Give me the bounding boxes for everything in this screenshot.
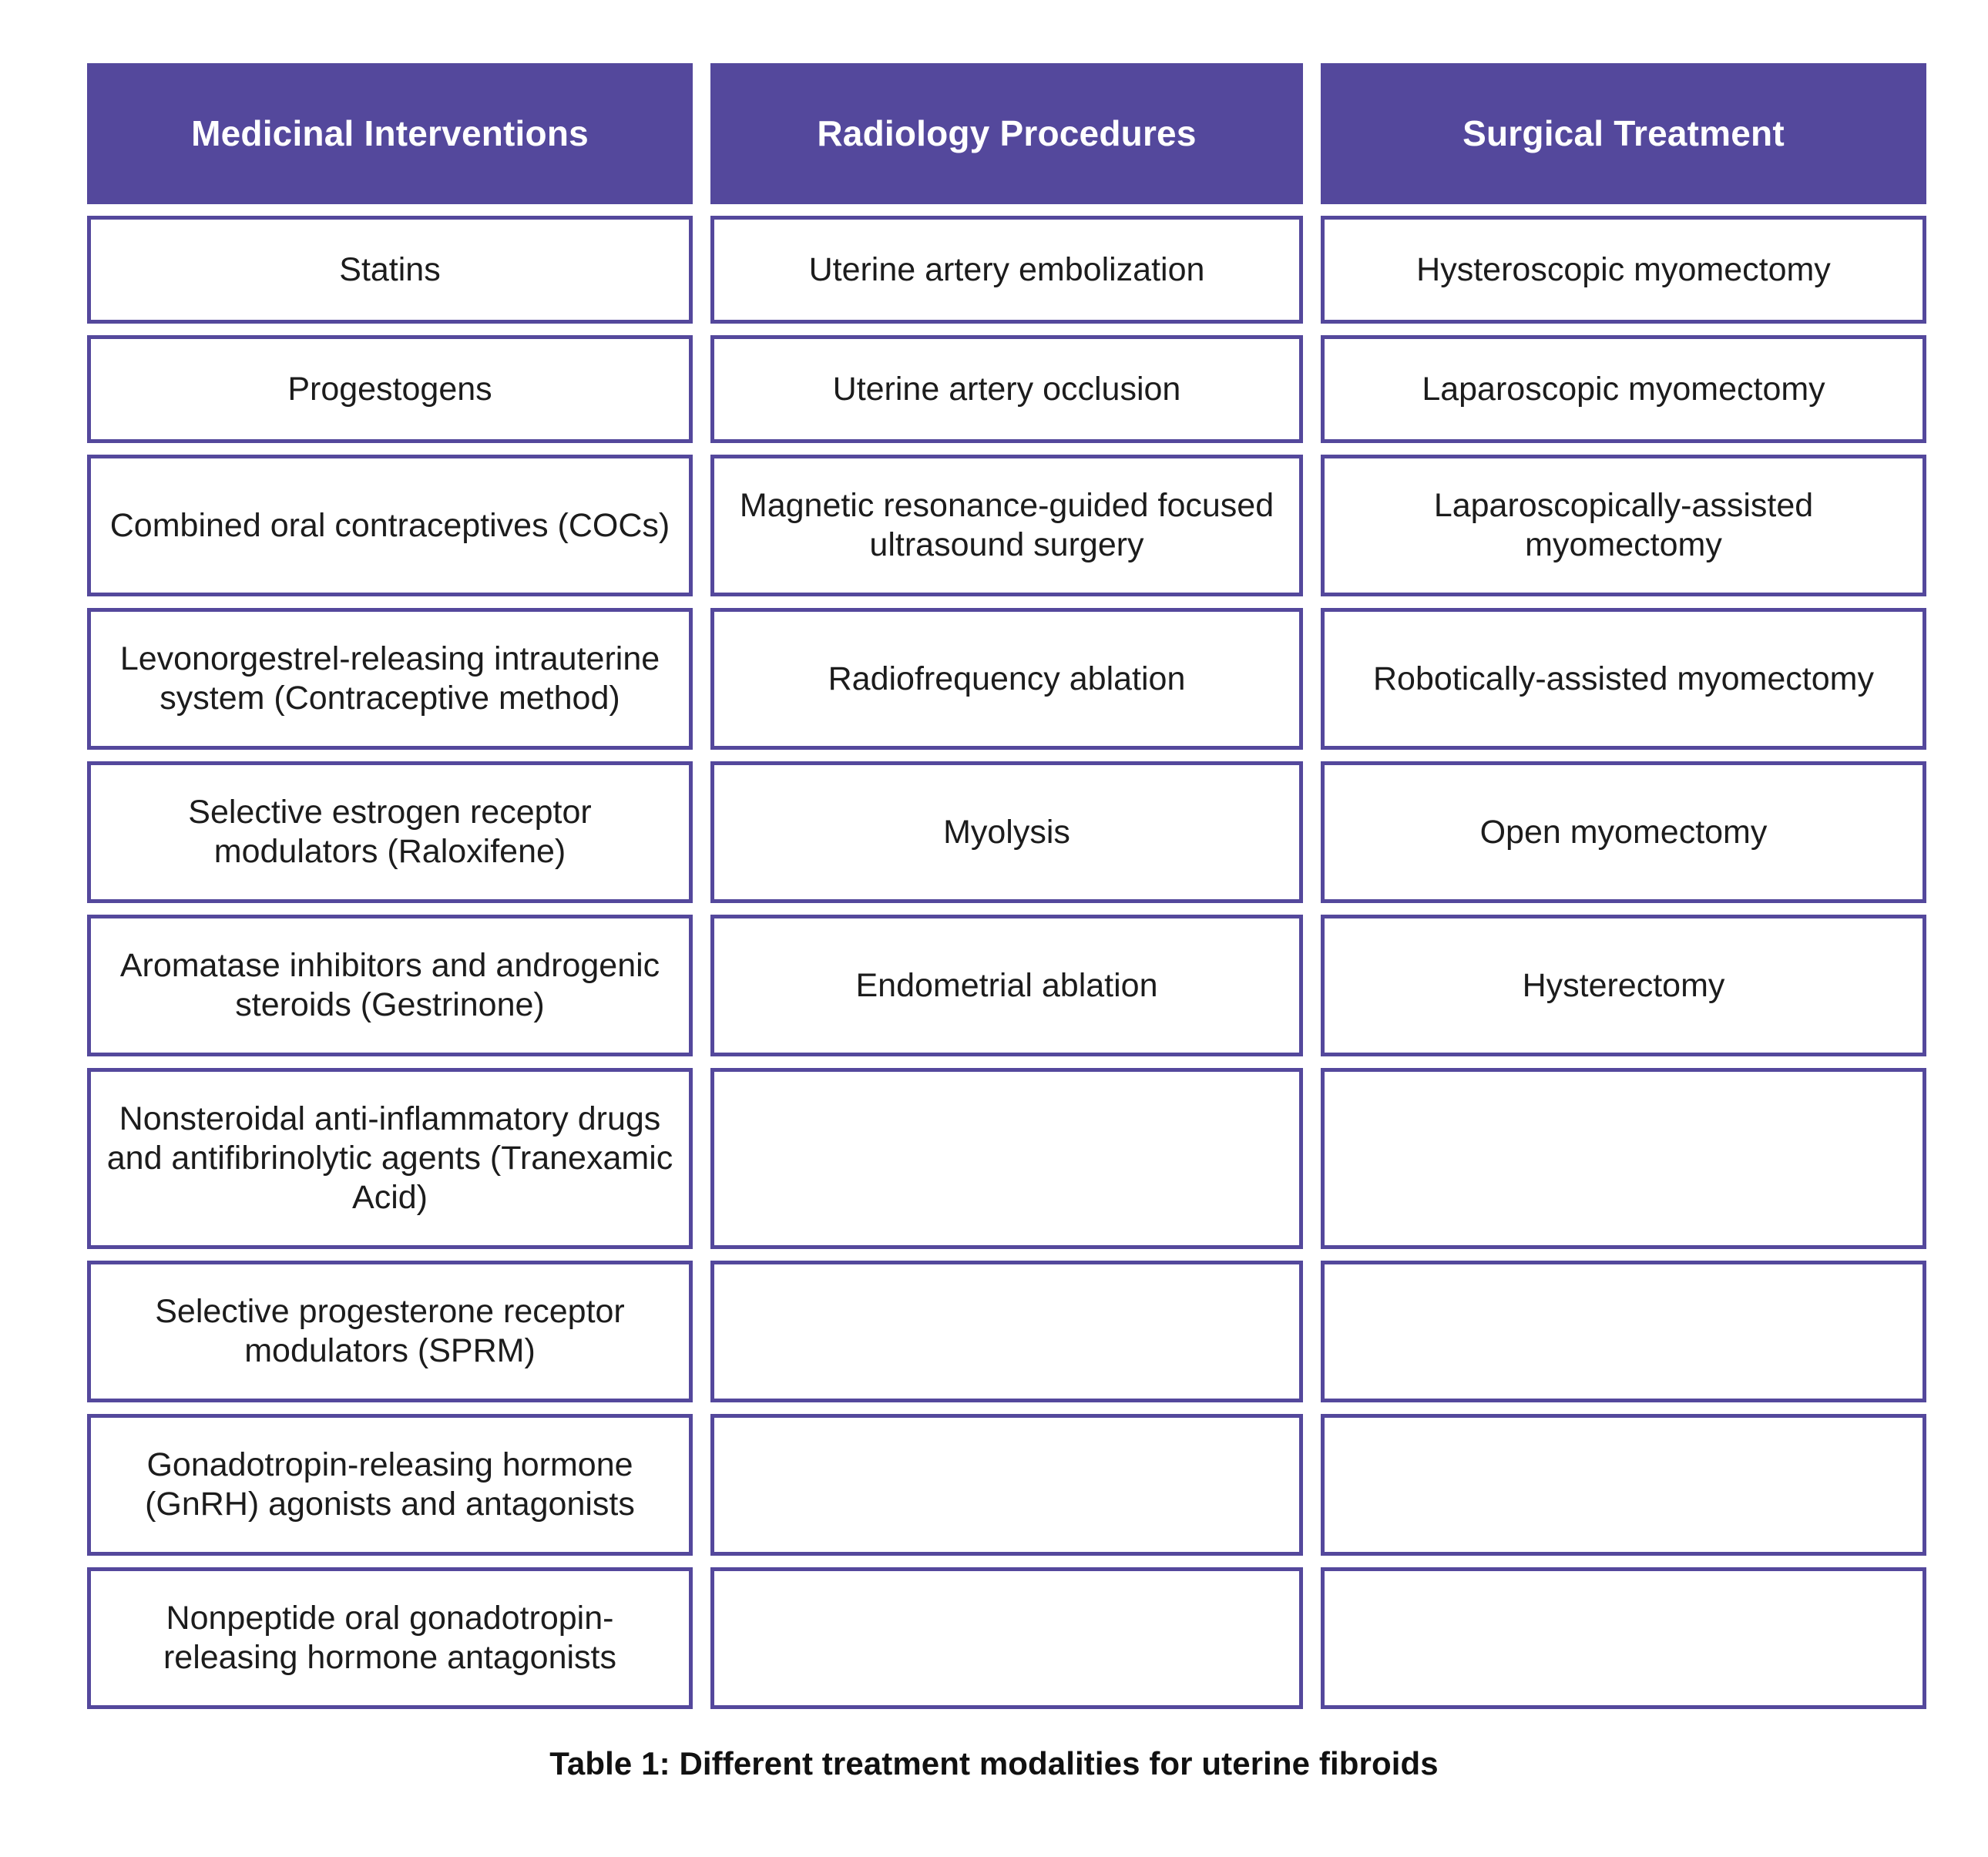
table-cell: Aromatase inhibitors and androgenic ster…: [87, 915, 693, 1056]
table-cell-text: Selective progesterone receptor modulato…: [155, 1293, 625, 1369]
table-cell-text: Progestogens: [287, 370, 492, 408]
table-cell: Combined oral contraceptives (COCs): [87, 455, 693, 596]
table-cell-text: Myolysis: [943, 813, 1070, 851]
table-cell: Levonorgestrel-releasing intrauterine sy…: [87, 608, 693, 750]
column-header-surgical-treatment: Surgical Treatment: [1321, 63, 1926, 204]
table-cell-text: Endometrial ablation: [855, 966, 1158, 1004]
table-cell: Radiofrequency ablation: [710, 608, 1303, 750]
table-grid: Medicinal Interventions Statins Progesto…: [87, 63, 1926, 1709]
table-cell: Laparoscopic myomectomy: [1321, 335, 1926, 443]
table-cell: Gonadotropin-releasing hormone (GnRH) ag…: [87, 1414, 693, 1556]
table-cell: Selective estrogen receptor modulators (…: [87, 761, 693, 903]
table-cell: Endometrial ablation: [710, 915, 1303, 1056]
table-cell-text: Nonsteroidal anti-inflammatory drugs and…: [106, 1100, 673, 1216]
table-cell: Open myomectomy: [1321, 761, 1926, 903]
table-cell-text: Hysterectomy: [1522, 966, 1725, 1004]
table-cell: Nonpeptide oral gonadotropin-releasing h…: [87, 1567, 693, 1709]
table-cell-text: Uterine artery embolization: [808, 250, 1205, 288]
table-cell: Myolysis: [710, 761, 1303, 903]
column-gap: [693, 63, 710, 1709]
column-header-radiology-procedures: Radiology Procedures: [710, 63, 1303, 204]
table-cell: Laparoscopically-assisted myomectomy: [1321, 455, 1926, 596]
table-cell: Statins: [87, 216, 693, 324]
table-cell-text: Laparoscopically-assisted myomectomy: [1433, 487, 1814, 563]
table-cell-text: Magnetic resonance-guided focused ultras…: [739, 487, 1274, 563]
table-cell: Magnetic resonance-guided focused ultras…: [710, 455, 1303, 596]
table-cell-text: Laparoscopic myomectomy: [1422, 370, 1825, 408]
table-cell-text: Levonorgestrel-releasing intrauterine sy…: [119, 640, 660, 717]
column-header-label: Surgical Treatment: [1462, 113, 1785, 154]
table-cell-text: Gonadotropin-releasing hormone (GnRH) ag…: [145, 1446, 635, 1523]
table-cell-text: Nonpeptide oral gonadotropin-releasing h…: [163, 1600, 617, 1676]
column-header-label: Radiology Procedures: [817, 113, 1197, 154]
table-cell-text: Aromatase inhibitors and androgenic ster…: [119, 947, 660, 1023]
table-cell: Hysteroscopic myomectomy: [1321, 216, 1926, 324]
treatment-modalities-table: Medicinal Interventions Statins Progesto…: [87, 63, 1926, 1709]
table-cell-empty: [1321, 1261, 1926, 1402]
table-cell-text: Uterine artery occlusion: [832, 370, 1181, 408]
column-gap: [1303, 63, 1321, 1709]
table-cell-text: Robotically-assisted myomectomy: [1373, 660, 1874, 697]
table-caption: Table 1: Different treatment modalities …: [549, 1745, 1439, 1781]
table-cell: Robotically-assisted myomectomy: [1321, 608, 1926, 750]
column-medicinal-interventions: Medicinal Interventions Statins Progesto…: [87, 63, 693, 1709]
table-cell: Uterine artery occlusion: [710, 335, 1303, 443]
table-cell-text: Open myomectomy: [1479, 813, 1768, 851]
column-header-medicinal-interventions: Medicinal Interventions: [87, 63, 693, 204]
table-cell-text: Selective estrogen receptor modulators (…: [188, 794, 592, 870]
table-cell-empty: [1321, 1068, 1926, 1249]
table-cell-empty: [1321, 1567, 1926, 1709]
table-cell-text: Radiofrequency ablation: [828, 660, 1186, 697]
column-surgical-treatment: Surgical Treatment Hysteroscopic myomect…: [1321, 63, 1926, 1709]
table-cell: Selective progesterone receptor modulato…: [87, 1261, 693, 1402]
table-cell-empty: [1321, 1414, 1926, 1556]
table-cell-text: Hysteroscopic myomectomy: [1416, 250, 1831, 288]
table-cell-empty: [710, 1567, 1303, 1709]
table-cell-text: Statins: [339, 250, 441, 288]
table-cell: Progestogens: [87, 335, 693, 443]
table-cell-text: Combined oral contraceptives (COCs): [109, 506, 670, 544]
table-cell-empty: [710, 1261, 1303, 1402]
table-cell: Hysterectomy: [1321, 915, 1926, 1056]
table-cell-empty: [710, 1068, 1303, 1249]
table-cell-empty: [710, 1414, 1303, 1556]
column-radiology-procedures: Radiology Procedures Uterine artery embo…: [710, 63, 1303, 1709]
table-cell: Uterine artery embolization: [710, 216, 1303, 324]
column-header-label: Medicinal Interventions: [191, 113, 589, 154]
table-cell: Nonsteroidal anti-inflammatory drugs and…: [87, 1068, 693, 1249]
